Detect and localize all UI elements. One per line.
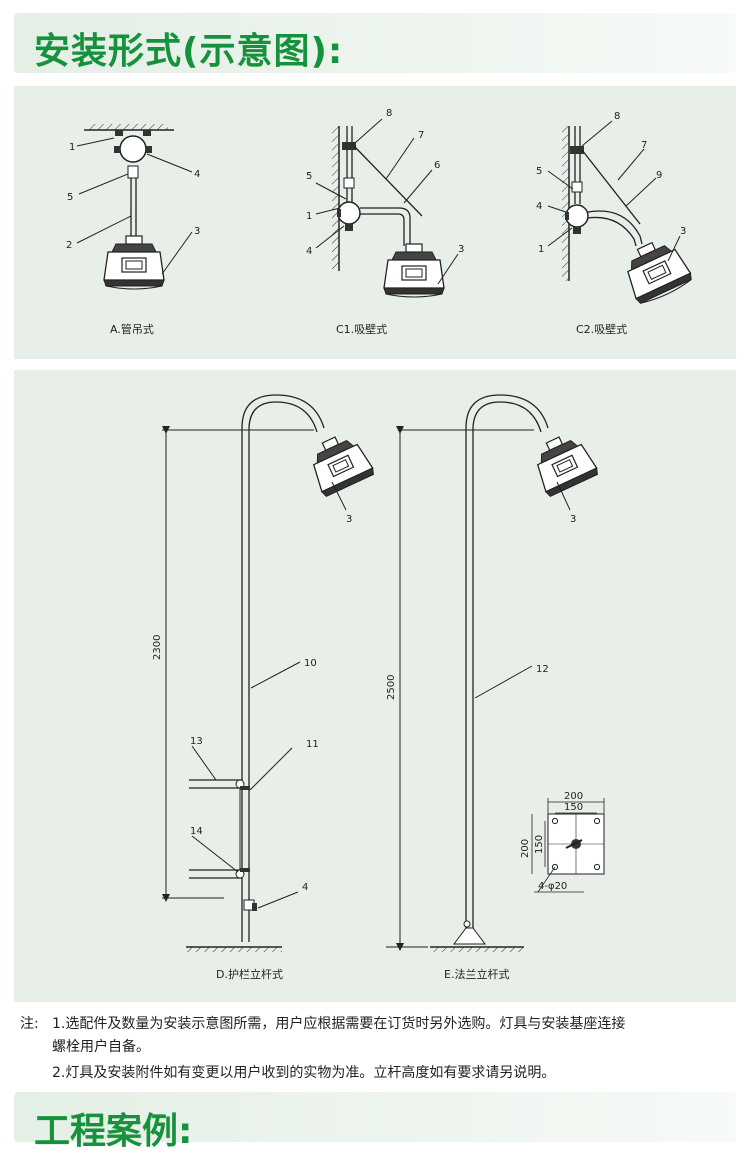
label-a-4: 4	[194, 169, 200, 180]
label-a-2: 2	[66, 240, 72, 251]
label-d-4: 4	[302, 882, 308, 893]
label-c1-5: 5	[306, 171, 312, 182]
diagram-c1-wall-mount: 8 7 5 6 1 4 3 C1.吸壁式	[306, 108, 464, 336]
installation-diagram-bottom: 2300 3 10 11 13 14 4 D.护栏立杆式	[152, 394, 605, 981]
flange-outer-width: 200	[564, 791, 583, 802]
note-line-1: 1.选配件及数量为安装示意图所需，用户应根据需要在订货时另外选购。灯具与安装基座…	[52, 1016, 626, 1032]
note-line-3: 2.灯具及安装附件如有变更以用户收到的实物为准。立杆高度如有要求请另说明。	[52, 1065, 556, 1081]
label-c1-1: 1	[306, 211, 312, 222]
label-a-1: 1	[69, 142, 75, 153]
label-d-3: 3	[346, 514, 352, 525]
caption-e: E.法兰立杆式	[444, 967, 509, 981]
label-d-11: 11	[306, 739, 319, 750]
label-d-10: 10	[304, 658, 317, 669]
diagram-e-flange-pole: 2500 3 12 E.法兰立杆式	[386, 394, 600, 981]
label-c1-6: 6	[434, 160, 440, 171]
label-d-13: 13	[190, 736, 203, 747]
label-c2-1: 1	[538, 244, 544, 255]
label-c1-8: 8	[386, 108, 392, 119]
label-c2-8: 8	[614, 111, 620, 122]
label-e-12: 12	[536, 664, 549, 675]
section-title: 安装形式(示意图):	[34, 31, 344, 72]
diagram-a-pipe-hanging: 1 4 5 2 3 A.管吊式	[66, 124, 200, 336]
label-c2-4: 4	[536, 201, 542, 212]
section-header: 安装形式(示意图):	[14, 13, 736, 73]
caption-c1: C1.吸壁式	[336, 322, 387, 336]
installation-diagram-top: 1 4 5 2 3 A.管吊式 8 7 5 6 1	[66, 108, 695, 336]
flange-holes: 4-φ20	[538, 881, 567, 892]
diagram-c2-wall-mount: 8 7 5 9 4 1 3 C2.吸壁式	[536, 111, 695, 336]
section-header-cases: 工程案例:	[14, 1092, 736, 1152]
flange-detail: 200 150 200 150 4-φ20	[520, 791, 605, 893]
flange-outer-height: 200	[520, 839, 531, 858]
label-c2-3: 3	[680, 226, 686, 237]
note-line-2: 螺栓用户自备。	[52, 1039, 150, 1055]
height-2300: 2300	[152, 635, 163, 660]
label-c1-4: 4	[306, 246, 312, 257]
label-c2-9: 9	[656, 170, 662, 181]
note-prefix: 注:	[20, 1016, 39, 1032]
installation-diagram-panel-bottom: 2300 3 10 11 13 14 4 D.护栏立杆式	[14, 370, 736, 1002]
label-c2-5: 5	[536, 166, 542, 177]
flange-inner-width: 150	[564, 802, 583, 813]
caption-c2: C2.吸壁式	[576, 322, 627, 336]
diagram-d-guardrail-pole: 2300 3 10 11 13 14 4 D.护栏立杆式	[152, 394, 376, 981]
caption-a: A.管吊式	[110, 322, 154, 336]
height-2500: 2500	[386, 675, 397, 700]
section-title-cases: 工程案例:	[34, 1111, 193, 1152]
label-a-5: 5	[67, 192, 73, 203]
caption-d: D.护栏立杆式	[216, 967, 283, 981]
label-a-3: 3	[194, 226, 200, 237]
label-c2-7: 7	[641, 140, 647, 151]
label-c1-7: 7	[418, 130, 424, 141]
flange-inner-height: 150	[534, 835, 545, 854]
label-d-14: 14	[190, 826, 203, 837]
label-c1-3: 3	[458, 244, 464, 255]
label-e-3: 3	[570, 514, 576, 525]
installation-diagram-panel-top: 1 4 5 2 3 A.管吊式 8 7 5 6 1	[14, 86, 736, 359]
